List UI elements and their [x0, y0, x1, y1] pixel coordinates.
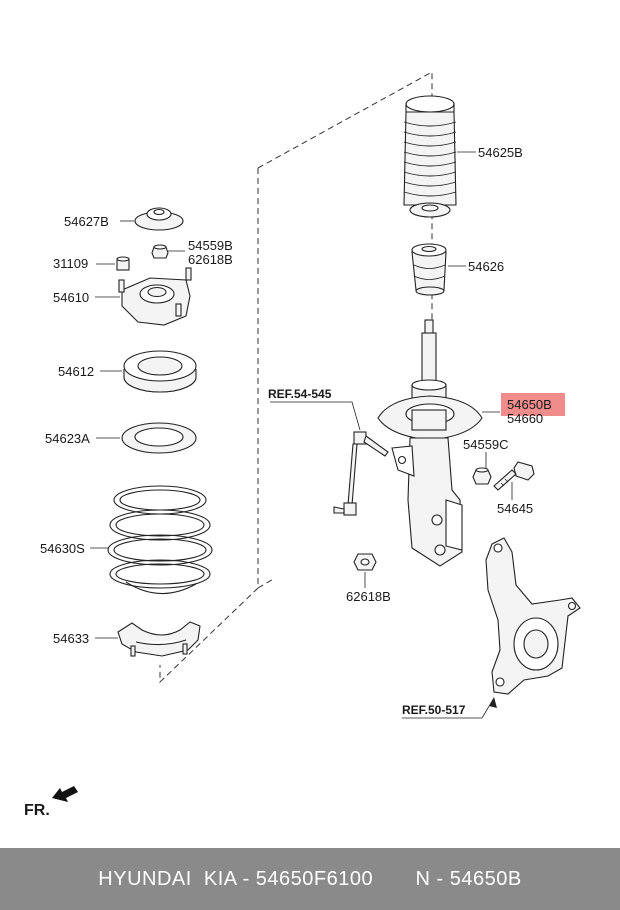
label-54559C: 54559C — [463, 437, 509, 452]
part-54610-strut-mount[interactable] — [118, 267, 192, 326]
part-54623A-spring-pad[interactable] — [121, 422, 197, 454]
front-direction-arrow-icon — [52, 786, 78, 802]
part-number-footer: HYUNDAI KIA - 54650F6100 N - 54650B — [0, 848, 620, 910]
footer-brand-part: HYUNDAI KIA - 54650F6100 — [98, 867, 374, 890]
part-62618B-nut[interactable] — [353, 553, 377, 571]
footer-gap — [373, 868, 415, 891]
label-62618B-top: 62618B — [188, 252, 233, 267]
label-54612: 54612 — [58, 364, 94, 379]
highlight-54650B — [501, 393, 565, 416]
assembly-boundary-tick — [257, 577, 276, 589]
part-31109-bushing[interactable] — [116, 256, 130, 271]
label-54626: 54626 — [468, 259, 504, 274]
label-31109: 31109 — [53, 256, 88, 271]
label-front: FR. — [24, 802, 50, 819]
label-ref50517: REF.50-517 — [402, 703, 466, 717]
label-54660: 54660 — [507, 411, 543, 426]
label-54627B: 54627B — [64, 214, 109, 229]
part-54650B-strut-assembly[interactable] — [377, 319, 483, 567]
part-54630S-coil-spring[interactable] — [107, 485, 213, 595]
footer-oem-number: N - 54650B — [415, 867, 522, 890]
label-54645: 54645 — [497, 501, 533, 516]
part-54633-lower-seat[interactable] — [117, 621, 201, 657]
part-54559B-nut[interactable] — [151, 244, 169, 259]
steering-knuckle[interactable] — [485, 537, 581, 695]
label-62618B-bottom: 62618B — [346, 589, 391, 604]
label-54623A: 54623A — [45, 431, 90, 446]
part-54625B-dust-cover[interactable] — [403, 95, 457, 218]
exploded-parts-diagram: 54627B 54559B 62618B 31109 54610 54612 5… — [24, 71, 581, 819]
part-54559C-nut[interactable] — [472, 467, 492, 485]
label-54559B: 54559B — [188, 238, 233, 253]
arrowhead-ref50517 — [489, 697, 497, 708]
part-54627B-cap[interactable] — [134, 207, 184, 231]
label-54630S: 54630S — [40, 541, 85, 556]
part-54626-bump-stopper[interactable] — [411, 243, 447, 296]
leader-ref54545 — [270, 401, 361, 431]
label-54633: 54633 — [53, 631, 89, 646]
label-54625B: 54625B — [478, 145, 523, 160]
part-54645-bolt[interactable] — [493, 461, 535, 491]
stabilizer-link[interactable] — [333, 431, 389, 516]
label-54650B: 54650B — [507, 397, 552, 412]
assembly-boundary-left — [159, 168, 259, 684]
label-ref54545: REF.54-545 — [268, 387, 332, 401]
part-54612-bearing[interactable] — [123, 350, 197, 393]
label-54610: 54610 — [53, 290, 89, 305]
